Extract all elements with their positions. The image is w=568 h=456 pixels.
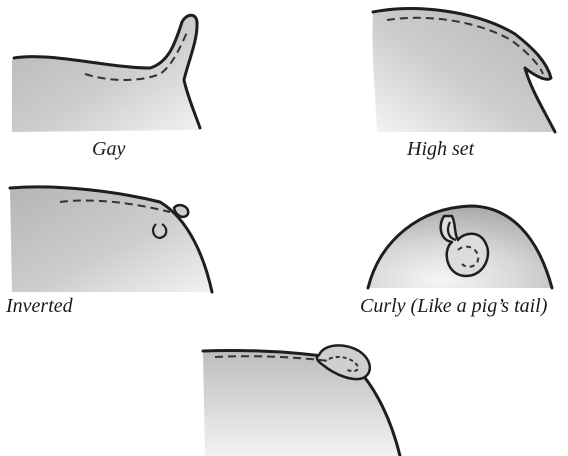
inverted-tail-illustration xyxy=(0,180,225,295)
gay-tail-illustration xyxy=(0,0,230,135)
caption-gay: Gay xyxy=(92,139,125,159)
low-set-tail-illustration xyxy=(195,335,410,456)
high-set-tail-illustration xyxy=(365,0,568,140)
caption-high-set: High set xyxy=(407,139,474,159)
caption-curly: Curly (Like a pig’s tail) xyxy=(360,296,547,316)
caption-inverted: Inverted xyxy=(6,296,73,316)
curly-tail-illustration xyxy=(360,190,568,300)
